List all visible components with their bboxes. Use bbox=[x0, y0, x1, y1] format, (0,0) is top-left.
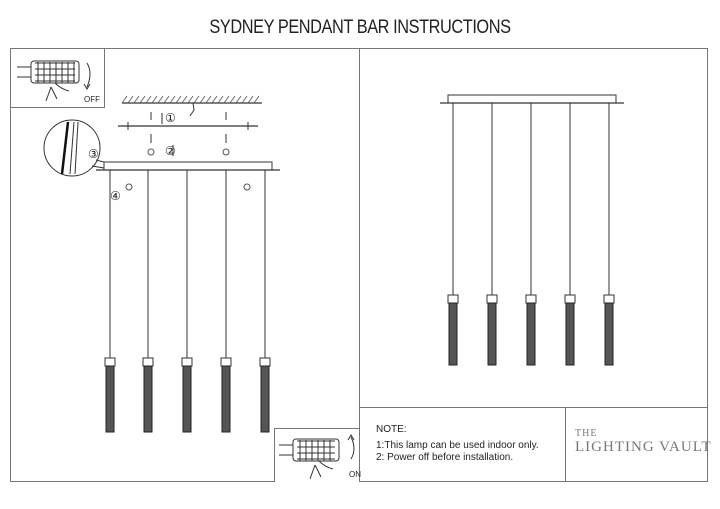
step-3-marker: ③ bbox=[88, 147, 99, 161]
brand-line-1: THE bbox=[575, 428, 598, 439]
note-line-2: 2: Power off before installation. bbox=[376, 452, 514, 463]
step-1-marker: ① bbox=[165, 111, 176, 125]
note-heading: NOTE: bbox=[376, 424, 407, 435]
on-label: ON bbox=[349, 470, 361, 479]
installation-diagram: ① ② ③ ④ bbox=[43, 95, 280, 433]
step-2-marker: ② bbox=[165, 144, 176, 158]
brand-line-2: LIGHTING VAULT bbox=[575, 439, 712, 455]
terminal-block-icon bbox=[279, 434, 355, 480]
pendant-tubes-left bbox=[104, 357, 271, 433]
brand-logo: THE LIGHTING VAULT bbox=[575, 428, 712, 455]
note-separator bbox=[565, 407, 566, 482]
off-label: OFF bbox=[84, 95, 100, 104]
terminal-block-icon bbox=[17, 60, 91, 102]
terminal-off-diagram: OFF bbox=[10, 48, 105, 108]
document-title: SYDNEY PENDANT BAR INSTRUCTIONS bbox=[209, 17, 511, 38]
note-panel bbox=[360, 407, 708, 482]
note-line-1: 1:This lamp can be used indoor only. bbox=[376, 439, 539, 451]
step-4-marker: ④ bbox=[110, 189, 121, 203]
terminal-on-diagram: ON bbox=[274, 428, 361, 482]
panel-divider bbox=[359, 48, 360, 482]
note-text: NOTE: 1:This lamp can be used indoor onl… bbox=[376, 424, 539, 465]
